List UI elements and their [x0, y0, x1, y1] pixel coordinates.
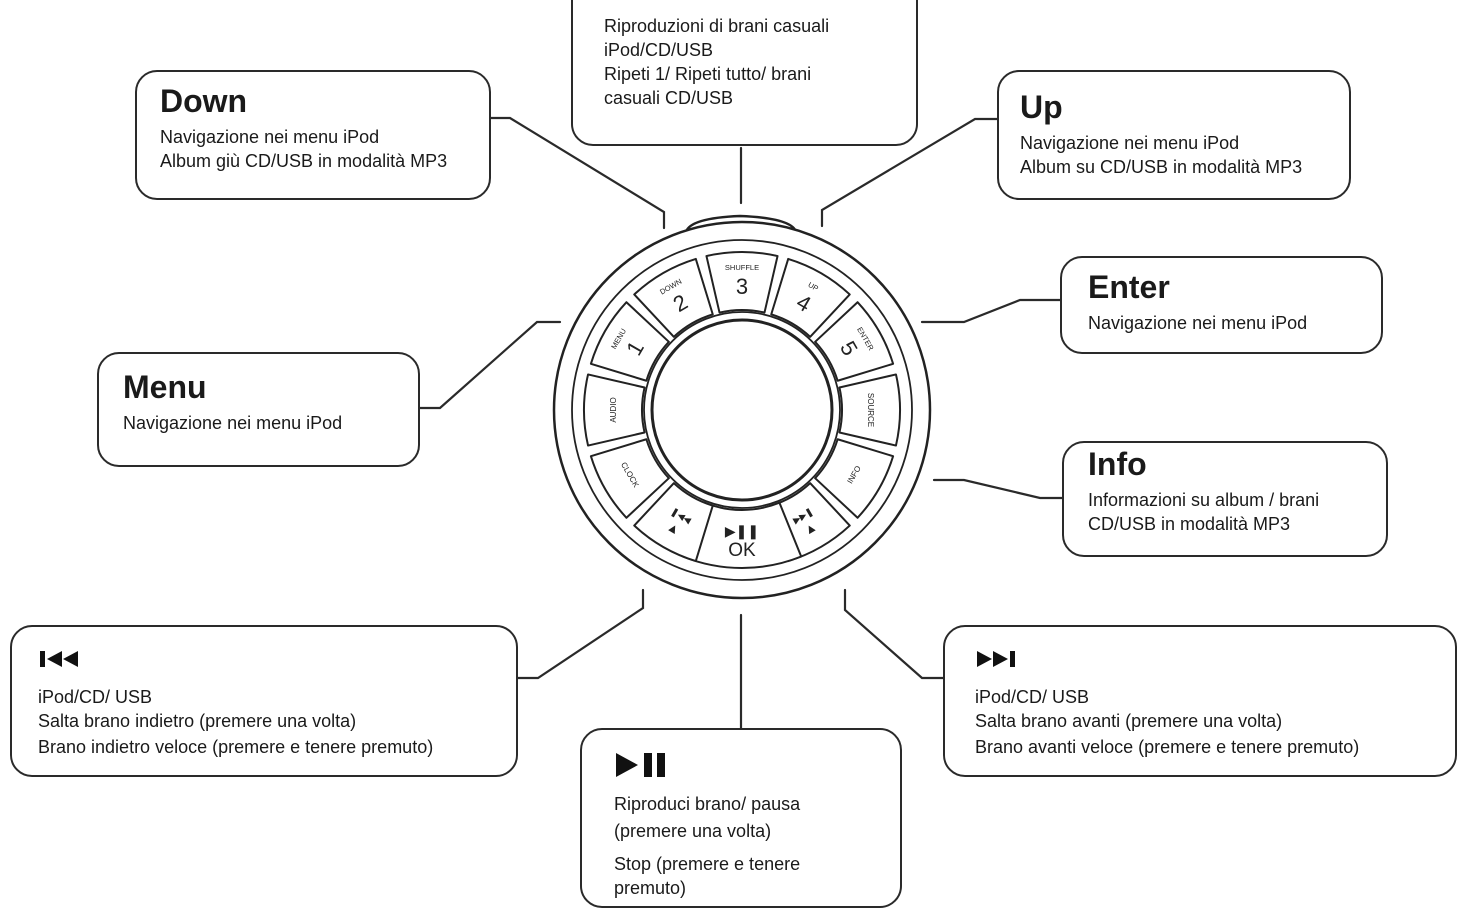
connector-menu — [416, 320, 562, 410]
dial-button-clock[interactable] — [589, 438, 670, 519]
callout-play: Riproduci brano/ pausa (premere una volt… — [580, 728, 902, 908]
next-line-2: Salta brano avanti (premere una volta) — [975, 711, 1283, 731]
up-line-1: Navigazione nei menu iPod — [1020, 133, 1240, 153]
play-line-1: Riproduci brano/ pausa — [614, 794, 801, 814]
play-line-2: (premere una volta) — [614, 821, 772, 841]
dial-button-source[interactable] — [838, 373, 901, 447]
dial-caption-source: SOURCE — [866, 393, 875, 427]
play-pause-icon — [614, 750, 890, 782]
connector-down — [486, 116, 666, 230]
dial-caption-audio: AUDIO — [609, 397, 618, 422]
dial-label-ok: ▶❚❚OK — [725, 523, 759, 561]
shuffle-line-3: Ripeti 1/ Ripeti tutto/ brani — [604, 64, 812, 84]
enter-line-1: Navigazione nei menu iPod — [1088, 313, 1308, 333]
callout-next: iPod/CD/ USB Salta brano avanti (premere… — [943, 625, 1457, 777]
connector-prev — [514, 588, 645, 680]
connector-enter — [920, 298, 1062, 324]
dial-button-audio[interactable] — [583, 373, 646, 447]
next-line-3: Brano avanti veloce (premere e tenere pr… — [975, 737, 1360, 757]
dial-button-up[interactable] — [770, 257, 851, 338]
callout-down: Down Navigazione nei menu iPod Album giù… — [135, 70, 491, 200]
dial-button-prev[interactable] — [633, 482, 714, 563]
up-title: Up — [1020, 89, 1063, 125]
skip-forward-icon — [975, 647, 1445, 677]
prev-line-1: iPod/CD/ USB — [38, 687, 153, 707]
callout-menu: Menu Navigazione nei menu iPod — [97, 352, 420, 467]
down-line-2: Album giù CD/USB in modalità MP3 — [160, 151, 448, 171]
dial-label-audio: AUDIO — [609, 397, 618, 422]
prev-line-2: Salta brano indietro (premere una volta) — [38, 711, 357, 731]
dial-button-down[interactable] — [633, 257, 714, 338]
down-title: Down — [160, 83, 248, 119]
next-line-1: iPod/CD/ USB — [975, 687, 1090, 707]
info-title: Info — [1088, 446, 1147, 482]
connector-up — [820, 117, 1000, 228]
menu-title: Menu — [123, 369, 207, 405]
dial-center-wheel[interactable] — [650, 318, 834, 502]
dial-caption-shuffle: SHUFFLE — [725, 263, 759, 272]
info-line-1: Informazioni su album / brani — [1088, 490, 1320, 510]
callout-info: Info Informazioni su album / brani CD/US… — [1062, 441, 1388, 557]
dial-button-enter[interactable] — [814, 301, 895, 382]
dial-caption-ok: OK — [728, 540, 756, 561]
shuffle-line-1: Riproduzioni di brani casuali — [604, 16, 830, 36]
connector-next — [843, 588, 947, 680]
down-line-1: Navigazione nei menu iPod — [160, 127, 380, 147]
shuffle-line-4: casuali CD/USB — [604, 88, 734, 108]
up-line-2: Album su CD/USB in modalità MP3 — [1020, 157, 1303, 177]
dial-button-info[interactable] — [814, 438, 895, 519]
connector-info — [932, 478, 1064, 500]
menu-line-1: Navigazione nei menu iPod — [123, 413, 343, 433]
play-line-4: premuto) — [614, 878, 687, 898]
callout-enter: Enter Navigazione nei menu iPod — [1060, 256, 1383, 354]
callout-shuffle: Riproduzioni di brani casuali iPod/CD/US… — [571, 0, 918, 146]
dial-label-source: SOURCE — [866, 393, 875, 427]
dial-button-shuffle[interactable] — [705, 251, 779, 314]
dial-label-shuffle: SHUFFLE 3 — [725, 263, 759, 299]
dial-button-menu[interactable] — [589, 301, 670, 382]
enter-title: Enter — [1088, 269, 1170, 305]
dial-number-shuffle: 3 — [736, 274, 748, 299]
dial-play-pause-icon: ▶❚❚ — [725, 523, 759, 540]
skip-back-icon — [38, 647, 506, 677]
shuffle-line-2: iPod/CD/USB — [604, 40, 714, 60]
callout-up: Up Navigazione nei menu iPod Album su CD… — [997, 70, 1351, 200]
info-line-2: CD/USB in modalità MP3 — [1088, 514, 1291, 534]
play-line-3: Stop (premere e tenere — [614, 854, 801, 874]
prev-line-3: Brano indietro veloce (premere e tenere … — [38, 737, 434, 757]
callout-prev: iPod/CD/ USB Salta brano indietro (preme… — [10, 625, 518, 777]
